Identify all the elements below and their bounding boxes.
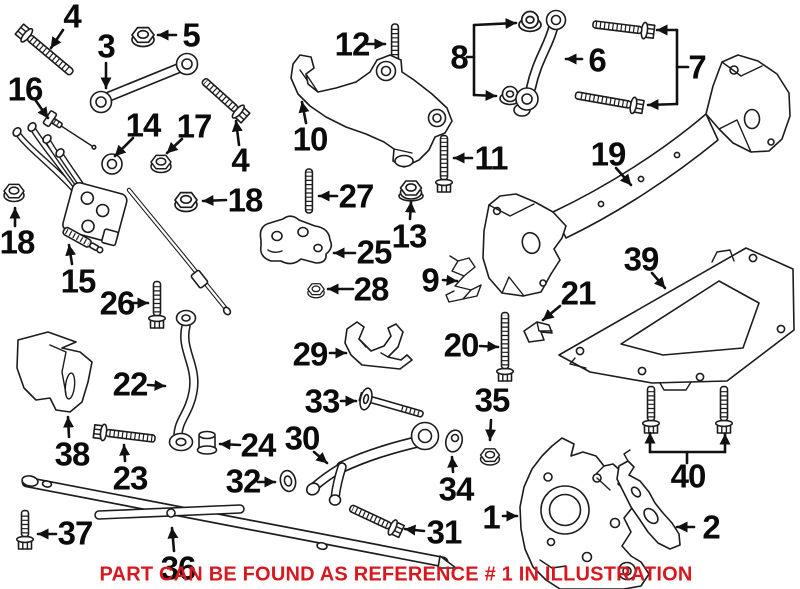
part-14-hose-assembly (12, 122, 232, 316)
part-29-bracket (344, 321, 413, 370)
part-38-shield (16, 331, 93, 413)
part-39-cover (558, 247, 795, 391)
part-34-washer (444, 429, 464, 453)
part-9-clip (445, 255, 482, 303)
part-15-stud (62, 226, 104, 254)
part-2-bracket (616, 449, 681, 550)
part-16-pin (42, 110, 97, 150)
part-30-arm (305, 421, 440, 506)
part-19-crossmember (482, 54, 791, 297)
part-6-link (513, 9, 567, 117)
part-33-bolt (358, 387, 424, 418)
part-21-clip (523, 321, 553, 343)
part-3-link (89, 52, 199, 114)
part-24-nut (196, 430, 218, 455)
part-32-washer (279, 469, 297, 493)
part-36-brace (21, 475, 457, 569)
part-22-arm (168, 309, 199, 452)
part-25-bracket (259, 215, 333, 265)
caption: PART CAN BE FOUND AS REFERENCE # 1 IN IL… (99, 563, 693, 586)
part-10-mount (290, 54, 453, 168)
